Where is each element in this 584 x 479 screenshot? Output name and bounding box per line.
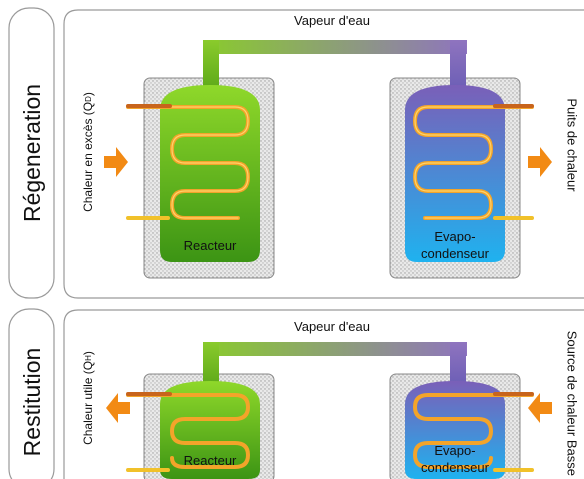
reactor-coil	[126, 392, 251, 472]
condenser-coil	[412, 104, 534, 220]
heat-in-arrow	[528, 393, 552, 423]
heat-out-arrow	[106, 393, 130, 423]
heat-in-arrow	[104, 147, 128, 177]
heat-sink-label: Puits de chaleur	[565, 98, 580, 192]
vapor-pipe	[203, 40, 467, 88]
vapor-label: Vapeur d'eau	[294, 13, 370, 28]
vapor-label: Vapeur d'eau	[294, 319, 370, 334]
condenser-coil	[412, 392, 534, 472]
condenser-vessel	[405, 381, 505, 479]
side-tab	[8, 7, 55, 299]
reactor-label: Reacteur	[184, 453, 237, 468]
heat-out-arrow	[528, 147, 552, 177]
side-title: Restitution	[19, 348, 45, 457]
side-title: Régeneration	[19, 84, 45, 222]
condenser-label-line2: condenseur	[421, 460, 490, 475]
heat-input-label: Chaleur en excès (QD)	[81, 92, 95, 212]
vapor-pipe	[203, 342, 467, 384]
side-tab	[8, 308, 55, 479]
low-temp-source-label: Source de chaleur Basse T	[565, 331, 580, 479]
reactor-coil	[126, 104, 251, 220]
panel-frame	[63, 9, 584, 299]
useful-heat-label: Chaleur utile (QH)	[81, 351, 95, 445]
condenser-label-line1: Evapo-	[434, 443, 475, 458]
condenser-label-line2: condenseur	[421, 246, 490, 261]
condenser-label-line1: Evapo-	[434, 229, 475, 244]
reactor-vessel	[160, 381, 260, 479]
reactor-label: Reacteur	[184, 238, 237, 253]
panel-frame	[63, 309, 584, 479]
panel-restitution: Restitution Chaleur utile (QH) Source de…	[8, 308, 584, 479]
panel-regeneration: Régeneration Chaleur en excès (QD) Puits…	[8, 7, 584, 299]
